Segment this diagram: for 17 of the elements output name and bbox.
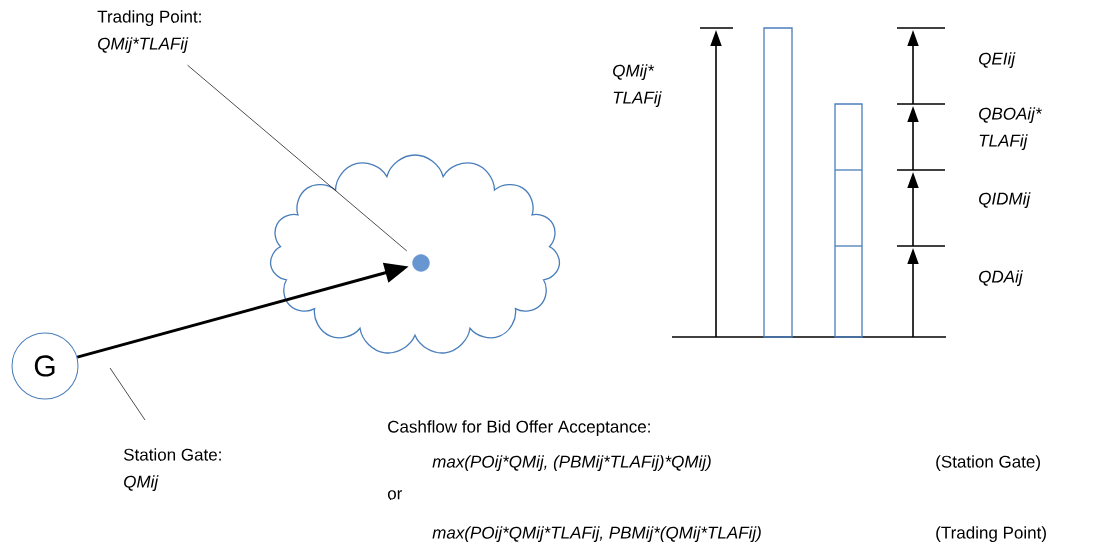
- heading-text: Cashflow for Bid Offer Acceptance:: [388, 420, 650, 437]
- leader-line: [187, 64, 408, 252]
- quantity-label: QBOAij* TLAFij: [979, 107, 1042, 151]
- callout-text: Station Gate: QMij: [123, 448, 221, 492]
- leader-line: [109, 367, 146, 421]
- cloud: [269, 154, 561, 354]
- note-text: (Station Gate): [936, 455, 1040, 472]
- quantity-label: QEIij: [979, 52, 1016, 69]
- note-text: or: [387, 490, 403, 500]
- quantity-label: QMij* TLAFij: [613, 64, 662, 108]
- formula-text: max(POij*QMij*TLAFij, PBMij*(QMij*TLAFij): [432, 526, 761, 543]
- quantity-label: QDAij: [979, 270, 1023, 287]
- point-dot: [412, 254, 430, 272]
- note-text: (Trading Point): [936, 526, 1046, 543]
- callout-text: Trading Point: QMij*TLAFij: [97, 10, 201, 54]
- quantity-label: QIDMij: [979, 192, 1031, 209]
- formula-text: max(POij*QMij, (PBMij*TLAFij)*QMij): [432, 455, 711, 472]
